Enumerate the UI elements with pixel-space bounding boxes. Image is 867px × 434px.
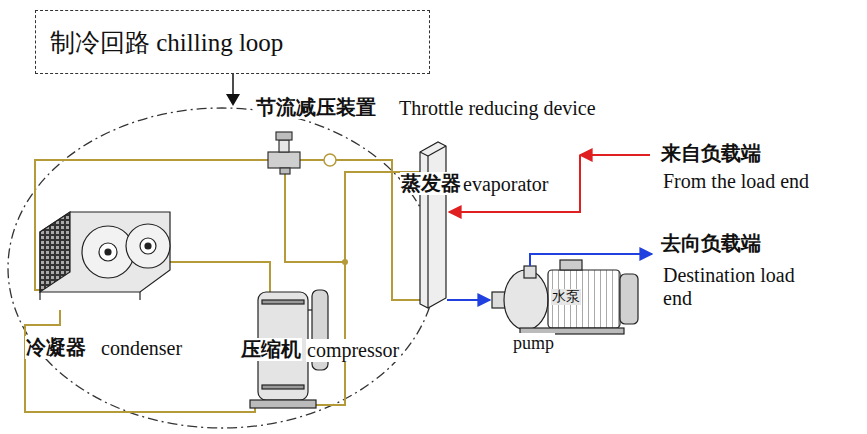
leader-arrowhead [226,94,240,106]
part-name: pump [512,333,555,354]
refrigerant-pipes [25,160,420,412]
loop-title-box: 制冷回路 chilling loop [35,10,430,74]
water-in-line [580,154,650,156]
pump-plate: 水泵 [551,289,581,305]
flow-label: Destination load end [662,264,799,310]
part-name: condenser [100,337,183,360]
part-name: evaporator [462,173,550,196]
condenser-illustration [40,212,170,300]
box-title: 制冷回路 chilling loop [50,26,283,59]
part-name: Throttle reducing device [398,97,597,120]
part-name: 压缩机 [240,338,302,361]
flow-label: From the load end [662,170,810,193]
evaporator-illustration [420,142,446,308]
pipe-junction [342,259,348,265]
part-name: 蒸发器 [400,172,462,195]
part-name: 节流减压装置 [255,96,377,119]
flow-label: 来自负载端 [660,142,762,165]
water-out-line [447,299,490,301]
water-in-line [449,155,580,212]
sight-glass [324,154,336,166]
pump-illustration [492,260,638,334]
flow-label: 去向负载端 [660,232,762,255]
part-name: compressor [306,339,400,362]
throttle-valve [268,132,300,174]
water-out-line [530,254,652,266]
loop-outline [8,108,436,428]
part-name: 冷凝器 [25,336,87,359]
leader-line [232,74,234,94]
